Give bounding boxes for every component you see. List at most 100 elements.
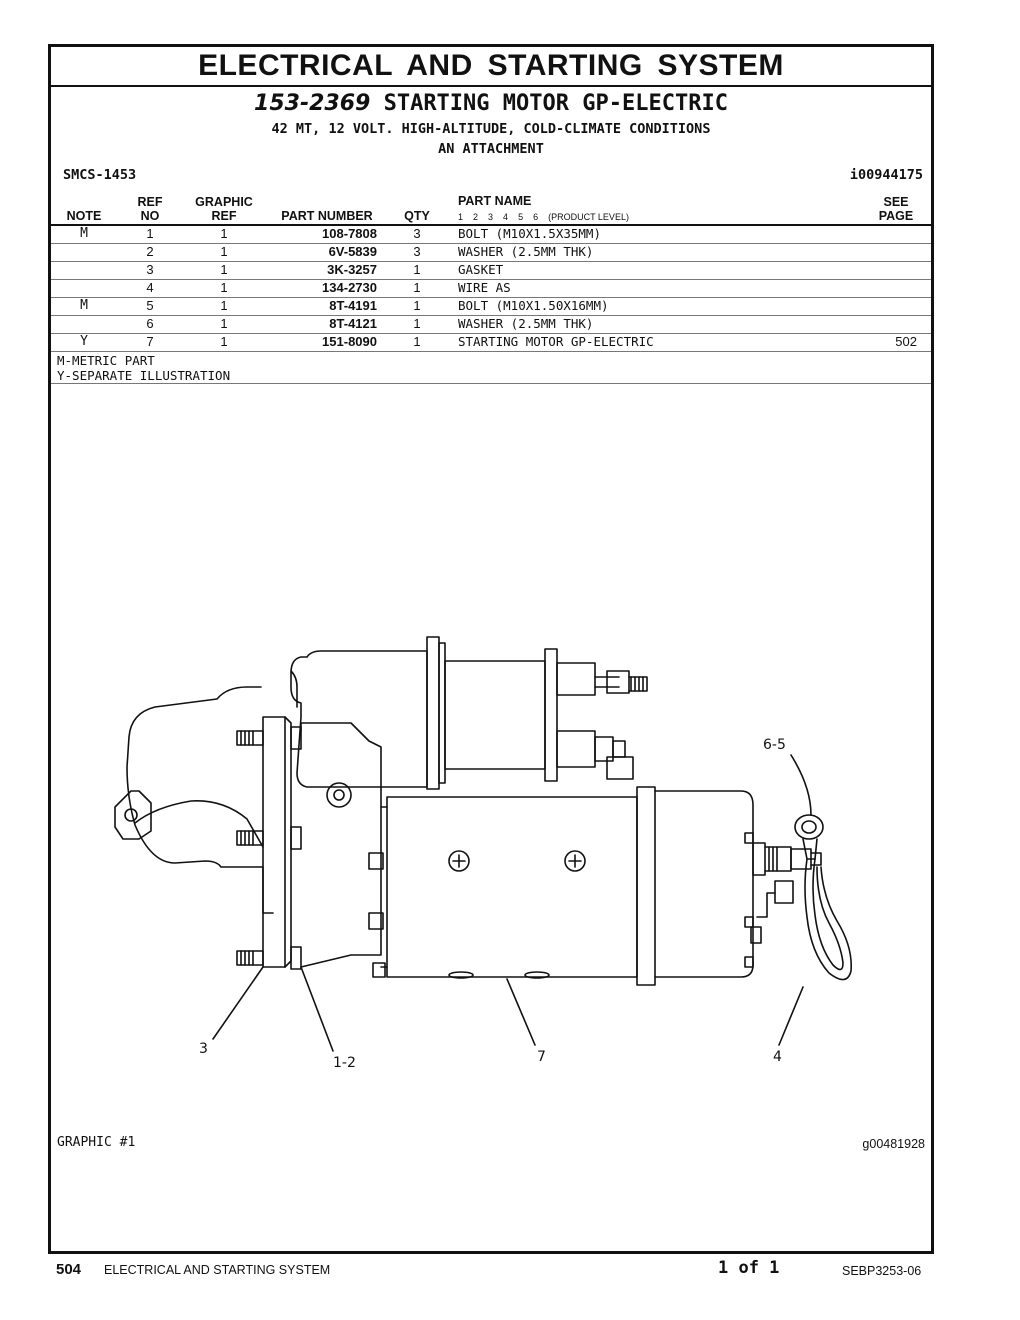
leader-3 [212, 966, 264, 1040]
solenoid-plate [426, 636, 440, 790]
level-4: 4 [503, 212, 509, 222]
col-ref-top: REF [137, 195, 163, 209]
subtitle-conditions: 42 MT, 12 VOLT. HIGH-ALTITUDE, COLD-CLIM… [271, 121, 711, 137]
row-graphic: 1 [220, 226, 228, 241]
row-qty: 1 [413, 280, 421, 295]
col-see-bottom: PAGE [878, 209, 914, 223]
col-see-top: SEE [883, 195, 909, 209]
row-part-name: GASKET [458, 262, 504, 277]
flange-edge [284, 716, 292, 968]
level-1: 1 [458, 212, 464, 222]
note-metric: M-METRIC PART [57, 353, 155, 368]
frame-mount-1 [368, 852, 384, 870]
page-number: 504 [56, 1261, 82, 1278]
row-note: Y [80, 334, 88, 349]
row-ref: 5 [146, 298, 154, 313]
row-graphic: 1 [220, 334, 228, 349]
intermediate-housing [300, 722, 382, 968]
nose-pivot-hole [124, 808, 138, 822]
table-row: Y 7 1 151-8090 1 STARTING MOTOR GP-ELECT… [51, 333, 931, 352]
row-graphic: 1 [220, 316, 228, 331]
row-note: M [80, 226, 88, 241]
row-ref: 7 [146, 334, 154, 349]
col-part-number: PART NUMBER [281, 209, 373, 223]
level-5: 5 [518, 212, 524, 222]
col-part-name: PART NAME [458, 194, 532, 208]
callout-7: 7 [537, 1049, 546, 1065]
note-separate-illustration: Y-SEPARATE ILLUSTRATION [57, 368, 231, 383]
page-count: 1 of 1 [718, 1258, 780, 1278]
callout-6-5: 6-5 [763, 737, 786, 753]
leader-6-5 [790, 754, 812, 816]
wire-crimp [802, 838, 818, 860]
part-heading: 153-2369 STARTING MOTOR GP-ELECTRIC [51, 91, 931, 116]
group-part-title: STARTING MOTOR GP-ELECTRIC [383, 91, 728, 116]
housing-plug [326, 782, 352, 808]
row-part-number: 3K-3257 [327, 262, 377, 277]
nose-pivot [114, 790, 152, 840]
level-3: 3 [488, 212, 494, 222]
col-ref-bottom: NO [140, 209, 160, 223]
solenoid-face [290, 670, 298, 708]
footer-section: ELECTRICAL AND STARTING SYSTEM [104, 1263, 331, 1277]
row-graphic: 1 [220, 298, 228, 313]
terminal-block [556, 662, 596, 696]
table-row: 2 1 6V-5839 3 WASHER (2.5MM THK) [51, 243, 931, 262]
terminal-lower [556, 730, 596, 768]
col-ref: REF NO [127, 195, 173, 223]
group-part-number: 153-2369 [254, 91, 371, 116]
row-note: M [80, 298, 88, 313]
frame-mount-2 [368, 912, 384, 930]
col-graphic-bottom: REF [211, 209, 237, 223]
row-part-name: WASHER (2.5MM THK) [458, 316, 594, 331]
callout-1-2: 1-2 [333, 1055, 356, 1071]
callout-3: 3 [199, 1041, 208, 1057]
row-ref: 6 [146, 316, 154, 331]
end-terminal [752, 842, 766, 876]
leader-7 [506, 978, 536, 1046]
row-qty: 1 [413, 334, 421, 349]
table-row: M 1 1 108-7808 3 BOLT (M10X1.5X35MM) [51, 225, 931, 244]
row-see-page: 502 [895, 334, 917, 349]
row-part-number: 108-7808 [322, 226, 377, 241]
mounting-flange [262, 716, 286, 968]
starting-motor-illustration: 6-5 3 1-2 7 4 [114, 636, 853, 1071]
notes-rule [51, 383, 931, 384]
end-cap [654, 790, 754, 978]
section-title-band: ELECTRICAL AND STARTING SYSTEM [51, 47, 931, 87]
row-ref: 1 [146, 226, 154, 241]
wire-loop [804, 858, 853, 981]
row-qty: 1 [413, 316, 421, 331]
level-6: 6 [533, 212, 539, 222]
end-cap-ring [636, 786, 656, 986]
table-row: 4 1 134-2730 1 WIRE AS [51, 279, 931, 298]
row-part-number: 8T-4121 [329, 316, 377, 331]
row-part-name: WASHER (2.5MM THK) [458, 244, 594, 259]
graphic-id: g00481928 [862, 1137, 925, 1151]
col-graphic-ref: GRAPHIC REF [191, 195, 257, 223]
col-see-page: SEE PAGE [871, 195, 921, 223]
row-ref: 2 [146, 244, 154, 259]
row-part-number: 6V-5839 [328, 244, 377, 259]
col-note: NOTE [66, 209, 102, 223]
table-row: M 5 1 8T-4191 1 BOLT (M10X1.50X16MM) [51, 297, 931, 316]
row-part-number: 8T-4191 [329, 298, 377, 313]
smcs-code: SMCS-1453 [63, 167, 137, 183]
row-ref: 4 [146, 280, 154, 295]
document-number: SEBP3253-06 [842, 1264, 922, 1278]
row-part-name: STARTING MOTOR GP-ELECTRIC [458, 334, 654, 349]
notes-legend: M-METRIC PART Y-SEPARATE ILLUSTRATION [57, 353, 230, 383]
table-row: 6 1 8T-4121 1 WASHER (2.5MM THK) [51, 315, 931, 334]
frame-screw-2 [564, 850, 586, 872]
callout-4: 4 [773, 1049, 782, 1065]
leader-4 [778, 986, 804, 1046]
row-qty: 3 [413, 244, 421, 259]
document-ident: i00944175 [849, 167, 923, 183]
drive-housing-curve [134, 800, 264, 848]
col-graphic-top: GRAPHIC [195, 195, 253, 209]
wire-ring-terminal [794, 814, 824, 840]
row-part-name: BOLT (M10X1.50X16MM) [458, 298, 609, 313]
col-qty: QTY [404, 209, 430, 223]
graphic-label: GRAPHIC #1 [57, 1135, 136, 1150]
